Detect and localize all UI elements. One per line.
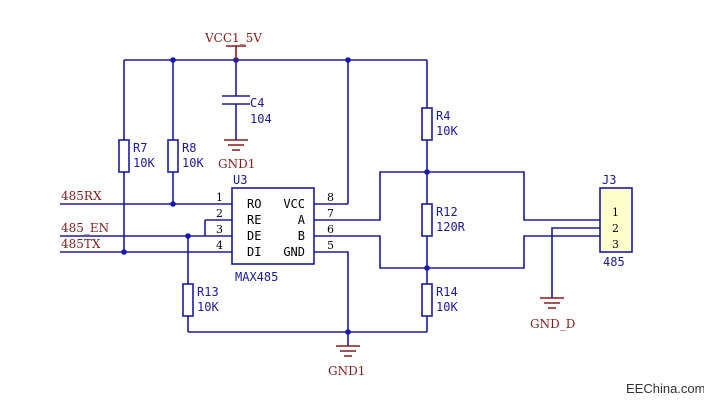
net-485rx-label: 485RX bbox=[61, 189, 102, 203]
r12-value: 120R bbox=[436, 220, 466, 234]
u3-pin-number: 8 bbox=[327, 191, 334, 204]
u3-pin-number: 6 bbox=[327, 223, 334, 236]
vcc-port: VCC1_5V bbox=[204, 31, 262, 60]
resistor-r7: R7 10K bbox=[118, 139, 155, 173]
c4-ref: C4 bbox=[250, 96, 264, 110]
junction-dot bbox=[170, 57, 176, 63]
u3-pin-name: DE bbox=[247, 229, 261, 243]
junction-dot bbox=[424, 265, 430, 271]
resistor-r13: R13 10K bbox=[182, 283, 219, 317]
u3-pin-name: GND bbox=[283, 245, 305, 259]
gnd1-bottom-label: GND1 bbox=[328, 364, 365, 378]
r13-ref: R13 bbox=[197, 285, 219, 299]
junction-dot bbox=[424, 169, 430, 175]
gnd-d-label: GND_D bbox=[530, 317, 575, 331]
vcc-label: VCC1_5V bbox=[204, 31, 262, 45]
r4-ref: R4 bbox=[436, 109, 450, 123]
junctions bbox=[121, 57, 430, 335]
gnd1-top-label: GND1 bbox=[218, 157, 255, 171]
u3-pin-number: 4 bbox=[216, 239, 223, 252]
u3-pin-name: A bbox=[298, 213, 306, 227]
j3-pin-number: 2 bbox=[612, 222, 619, 235]
u3-part: MAX485 bbox=[235, 270, 278, 284]
junction-dot bbox=[170, 201, 176, 207]
r8-value: 10K bbox=[182, 156, 204, 170]
junction-dot bbox=[345, 57, 351, 63]
u3-pin-name: VCC bbox=[283, 197, 305, 211]
junction-dot bbox=[185, 233, 191, 239]
u3-pin-number: 7 bbox=[327, 207, 334, 220]
resistor-r4: R4 10K bbox=[421, 107, 458, 141]
u3-pin-name: DI bbox=[247, 245, 261, 259]
j3-ref: J3 bbox=[602, 173, 616, 187]
c4-value: 104 bbox=[250, 112, 272, 126]
gnd1-bottom-port: GND1 bbox=[328, 345, 365, 378]
u3-pin-number: 5 bbox=[327, 239, 334, 252]
resistor-r12: R12 120R bbox=[421, 203, 466, 237]
connector-j3: J3 1 2 3 485 bbox=[599, 173, 633, 269]
j3-value: 485 bbox=[603, 255, 625, 269]
r8-ref: R8 bbox=[182, 141, 196, 155]
u3-pin-number: 2 bbox=[216, 207, 223, 220]
junction-dot bbox=[121, 249, 127, 255]
resistor-r8: R8 10K bbox=[167, 139, 204, 173]
j3-pin-number: 1 bbox=[612, 206, 619, 219]
u3-pin-name: B bbox=[298, 229, 305, 243]
j3-pin-number: 3 bbox=[612, 238, 619, 251]
r14-value: 10K bbox=[436, 300, 458, 314]
u3-pin-number: 1 bbox=[216, 191, 223, 204]
gnd-d-port: GND_D bbox=[530, 297, 575, 331]
u3-pin-number: 3 bbox=[216, 223, 223, 236]
r4-value: 10K bbox=[436, 124, 458, 138]
u3-pin-name: RE bbox=[247, 213, 261, 227]
r12-ref: R12 bbox=[436, 205, 458, 219]
junction-dot bbox=[345, 329, 351, 335]
r7-ref: R7 bbox=[133, 141, 147, 155]
r13-value: 10K bbox=[197, 300, 219, 314]
net-485tx-label: 485TX bbox=[61, 237, 101, 251]
net-485en-label: 485_EN bbox=[61, 221, 109, 235]
watermark: EEChina.com bbox=[626, 381, 704, 396]
u3-ref: U3 bbox=[233, 173, 247, 187]
net-labels: 485RX 485_EN 485TX bbox=[61, 189, 109, 251]
resistor-r14: R14 10K bbox=[421, 283, 458, 317]
ic-u3: U3 MAX485 RO RE DE DI VCC A B GND 1 2 3 … bbox=[216, 173, 334, 284]
r14-ref: R14 bbox=[436, 285, 458, 299]
r7-value: 10K bbox=[133, 156, 155, 170]
u3-pin-name: RO bbox=[247, 197, 261, 211]
capacitor-c4: C4 104 GND1 bbox=[218, 95, 272, 171]
